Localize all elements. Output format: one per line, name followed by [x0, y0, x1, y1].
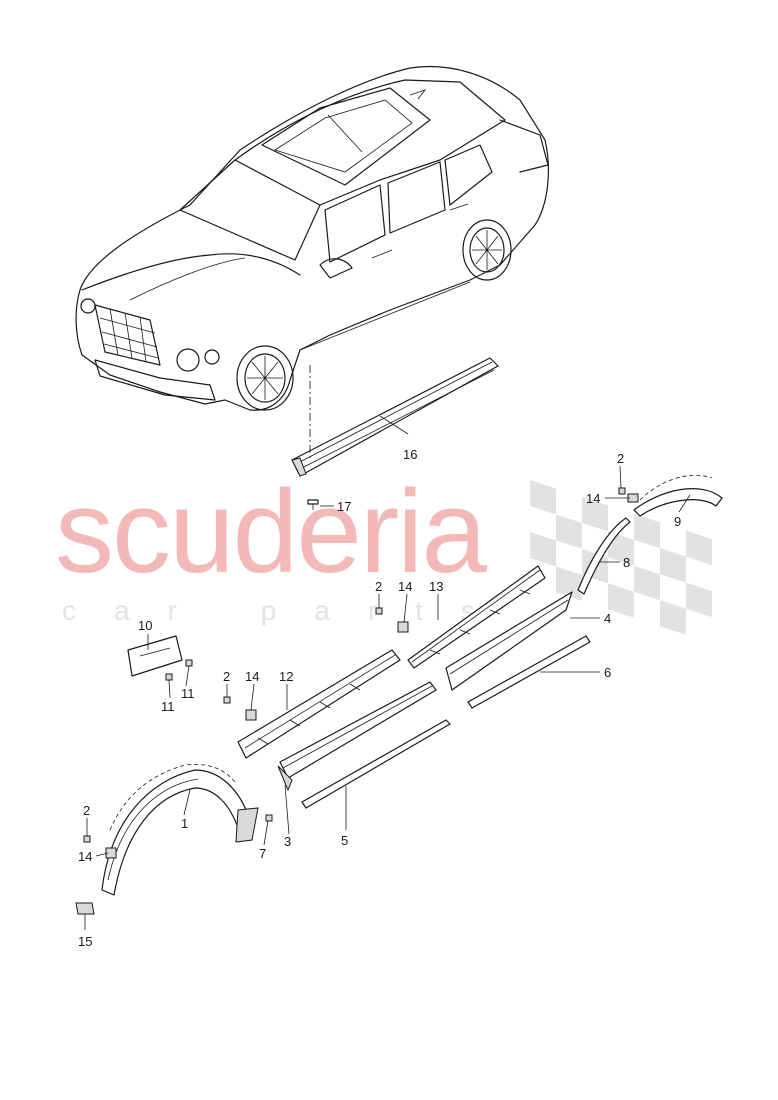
callout-labels: 1 2 2 2 2 3 4 5 6 7 8 9 10 11 11 12 13 1… — [78, 447, 681, 949]
part-8-rear-arch-strip — [577, 517, 631, 595]
part-5-front-trim-strip — [301, 719, 451, 809]
part-3-front-door-cladding — [277, 681, 437, 792]
callout-2-front-bracket: 2 — [223, 669, 230, 684]
callout-12: 12 — [279, 669, 293, 684]
callout-14-rear-arch: 14 — [586, 491, 600, 506]
part-13-rear-bracket — [407, 565, 546, 669]
callout-15: 15 — [78, 934, 92, 949]
checkered-flag-watermark — [530, 480, 712, 635]
callout-9: 9 — [674, 514, 681, 529]
leader-lines — [84, 415, 691, 930]
callout-14-front-bracket: 14 — [245, 669, 259, 684]
callout-3: 3 — [284, 834, 291, 849]
part-1-front-wheel-arch — [101, 763, 259, 896]
callout-17: 17 — [337, 499, 351, 514]
part-4-rear-door-cladding — [445, 591, 573, 691]
vehicle-illustration — [75, 65, 549, 411]
callout-6: 6 — [604, 665, 611, 680]
part-17-screw — [307, 499, 334, 510]
callout-11-lower: 11 — [161, 699, 175, 714]
part-12-front-bracket — [237, 649, 401, 759]
callout-14-rear-bracket: 14 — [398, 579, 412, 594]
callout-5: 5 — [341, 833, 348, 848]
callout-7: 7 — [259, 846, 266, 861]
watermark: scuderia car parts — [55, 466, 712, 635]
watermark-tagline: car parts — [62, 595, 513, 626]
callout-11-upper: 11 — [181, 686, 195, 701]
callout-16: 16 — [403, 447, 417, 462]
part-10-mounting-bracket — [127, 635, 183, 677]
callout-10: 10 — [138, 618, 152, 633]
part-6-rear-trim-strip — [467, 635, 591, 709]
part-9-rear-wheel-arch — [633, 474, 723, 517]
part-16-sill-panel — [291, 357, 499, 477]
callout-13: 13 — [429, 579, 443, 594]
callout-8: 8 — [623, 555, 630, 570]
callout-2-front-arch: 2 — [83, 803, 90, 818]
callout-1: 1 — [181, 816, 188, 831]
callout-2-rear-bracket: 2 — [375, 579, 382, 594]
watermark-brand: scuderia — [55, 466, 487, 598]
callout-14-front-arch: 14 — [78, 849, 92, 864]
callout-4: 4 — [604, 611, 611, 626]
callout-2-rear-arch: 2 — [617, 451, 624, 466]
